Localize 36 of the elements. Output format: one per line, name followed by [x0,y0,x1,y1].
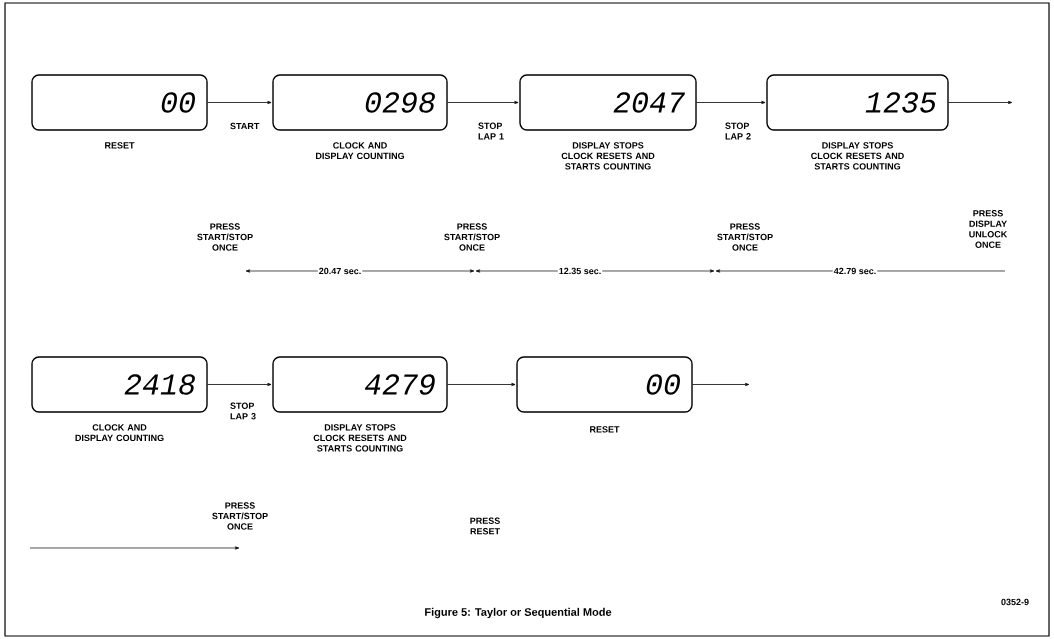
lcd-display: 00 [516,356,693,413]
note: PRESS START/STOP ONCE [717,223,773,251]
edge-label: START [230,122,260,130]
note: 20.47 sec. [317,266,363,276]
note: PRESS START/STOP ONCE [444,223,500,251]
note: PRESS START/STOP ONCE [212,502,268,530]
lcd-display: 2418 [31,356,208,413]
node-label: RESET [590,426,620,433]
arrow [447,382,516,386]
note: PRESS RESET [470,517,500,535]
edge-label: STOP LAP 1 [478,122,504,140]
node-label: CLOCK AND DISPLAY COUNTING [316,142,405,160]
node-label: RESET [105,142,135,149]
lcd-display: 4279 [272,356,448,413]
note: 42.79 sec. [832,266,878,276]
lcd-display: 0298 [272,74,448,131]
edge-label: STOP LAP 3 [230,402,256,420]
lcd-display: 2047 [519,74,697,131]
arrow [692,382,750,386]
note: 12.35 sec. [557,266,603,276]
arrow [207,382,272,386]
node-label: CLOCK AND DISPLAY COUNTING [75,424,164,442]
arrow [447,100,519,105]
caption: Figure 5: Taylor or Sequential Mode [425,607,612,619]
lcd-display: 00 [31,74,208,131]
note: PRESS DISPLAY UNLOCK ONCE [969,210,1008,248]
note: PRESS START/STOP ONCE [197,223,253,251]
node-label: DISPLAY STOPS CLOCK RESETS AND STARTS COUNTING [561,142,655,170]
arrow [696,100,766,105]
note: 0352-9 [1000,597,1030,607]
arrow [207,100,272,105]
node-label: DISPLAY STOPS CLOCK RESETS AND STARTS COUNTING [811,142,904,170]
node-label: DISPLAY STOPS CLOCK RESETS AND STARTS COUNTING [313,424,407,452]
arrow [948,100,1013,105]
lcd-display: 1235 [766,74,949,131]
edge-label: STOP LAP 2 [725,122,751,140]
